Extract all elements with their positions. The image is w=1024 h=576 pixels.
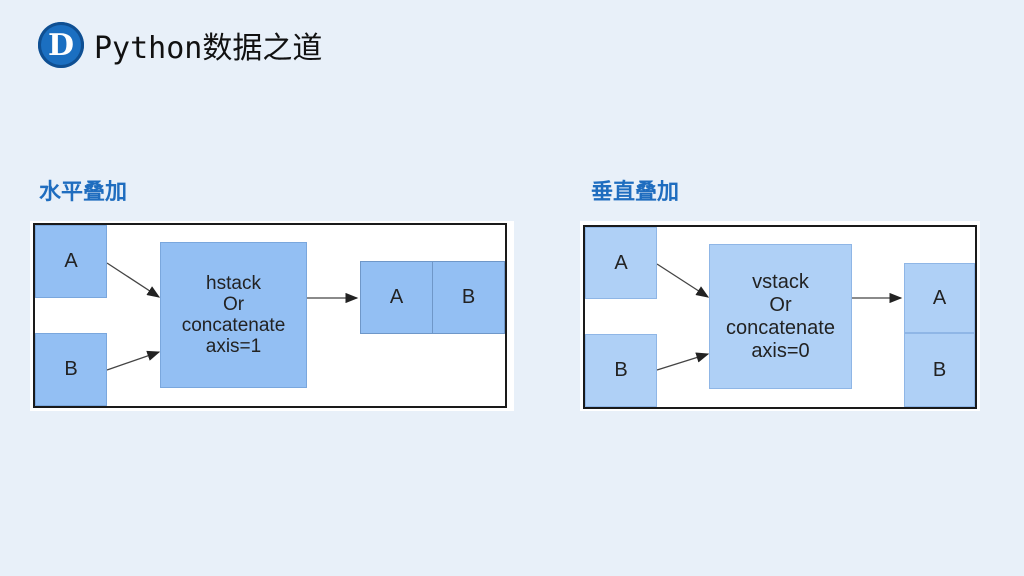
- output-b-box: B: [432, 261, 505, 334]
- op-line-4: axis=1: [205, 336, 262, 357]
- logo-icon: D: [38, 22, 84, 68]
- op-line-2: Or: [222, 294, 245, 315]
- horizontal-arrows: [106, 262, 359, 371]
- arrow-b-to-op: [106, 350, 161, 371]
- input-b-box: B: [35, 333, 107, 406]
- vstack-operation-box: vstack Or concatenate axis=0: [709, 244, 852, 389]
- arrow-a-to-op: [106, 262, 161, 298]
- op-line-3: concatenate: [181, 315, 286, 336]
- input-b-box: B: [585, 334, 657, 407]
- op-line-1: hstack: [206, 273, 261, 294]
- section-title-vertical: 垂直叠加: [591, 180, 680, 205]
- input-a-box: A: [35, 225, 107, 298]
- output-a-box: A: [904, 263, 975, 333]
- op-line-1: vstack: [752, 270, 809, 293]
- site-title: Python数据之道: [94, 31, 323, 66]
- header: D Python数据之道: [38, 22, 322, 68]
- vertical-diagram: A B vstack Or concatenate axis=0 A B: [583, 225, 977, 409]
- input-a-box: A: [585, 227, 657, 299]
- vertical-arrows: [656, 263, 903, 371]
- hstack-operation-box: hstack Or concatenate axis=1: [160, 242, 307, 388]
- section-title-horizontal: 水平叠加: [39, 180, 128, 205]
- output-a-box: A: [360, 261, 433, 334]
- op-line-4: axis=0: [751, 339, 810, 362]
- arrow-b-to-op: [656, 352, 710, 371]
- horizontal-diagram: A B hstack Or concatenate axis=1 A B: [33, 223, 507, 408]
- op-line-3: concatenate: [726, 316, 835, 339]
- arrow-a-to-op: [656, 263, 710, 298]
- output-b-box: B: [904, 333, 975, 407]
- op-line-2: Or: [769, 293, 792, 316]
